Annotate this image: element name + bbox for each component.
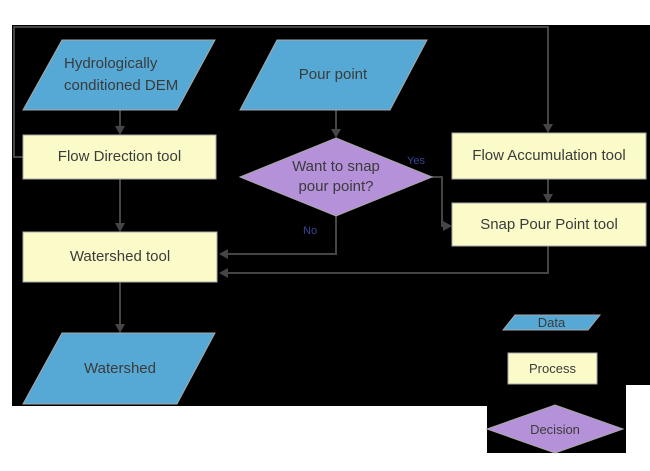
pour-point-label: Pour point xyxy=(298,66,368,83)
edge-flowdirection-to-watershedtool-arrowhead-icon xyxy=(115,223,125,232)
dem-parallelogram xyxy=(22,39,216,111)
snap-pour-point-label: Snap Pour Point tool xyxy=(480,215,618,233)
flow-direction-box xyxy=(22,134,217,180)
legend-decision-label: Decision xyxy=(530,421,580,437)
no-branch-label: No xyxy=(303,225,318,237)
yes-branch-label: Yes xyxy=(407,155,425,167)
edge-flowaccumulation-to-snap-arrowhead-icon xyxy=(543,194,553,203)
legend-data-parallelogram xyxy=(501,314,602,331)
legend-process-box xyxy=(507,352,598,385)
edge-flowdirection-to-flowaccumulation-arrowhead-icon xyxy=(543,124,553,133)
decision-diamond xyxy=(238,137,434,217)
edge-pourpoint-to-decision-arrowhead-icon xyxy=(331,129,341,138)
legend-data-label: Data xyxy=(537,315,566,330)
legend-process-label: Process xyxy=(529,361,576,376)
edge-flowdirection-to-flowaccumulation-line xyxy=(13,26,549,158)
edge-decision-no-to-watershedtool-line xyxy=(227,216,337,255)
edge-watershedtool-to-watershed-arrowhead-icon xyxy=(115,324,125,333)
snap-pour-point-box xyxy=(451,202,647,247)
watershed-label: Watershed xyxy=(84,359,156,377)
edge-dem-to-flowdirection-arrowhead-icon xyxy=(115,126,125,135)
decision-question-label: Want to snap pour point? xyxy=(292,158,380,195)
edge-snap-to-watershedtool-line xyxy=(227,246,549,274)
flow-accumulation-box xyxy=(451,132,647,180)
watershed-parallelogram xyxy=(22,332,216,405)
watershed-tool-box xyxy=(22,231,218,283)
edge-snap-to-watershedtool-arrowhead-icon xyxy=(219,268,228,278)
flow-direction-label: Flow Direction tool xyxy=(57,148,182,165)
edge-decision-yes-to-snap-arrowhead-icon xyxy=(443,221,452,231)
edge-decision-no-to-watershedtool-arrowhead-icon xyxy=(219,249,228,259)
legend-decision-diamond xyxy=(485,404,625,454)
dem-label: Hydrologically conditioned DEM xyxy=(64,55,179,94)
flow-accumulation-label: Flow Accumulation tool xyxy=(472,147,626,164)
watershed-tool-label: Watershed tool xyxy=(69,248,171,265)
pour-point-parallelogram xyxy=(239,39,428,111)
